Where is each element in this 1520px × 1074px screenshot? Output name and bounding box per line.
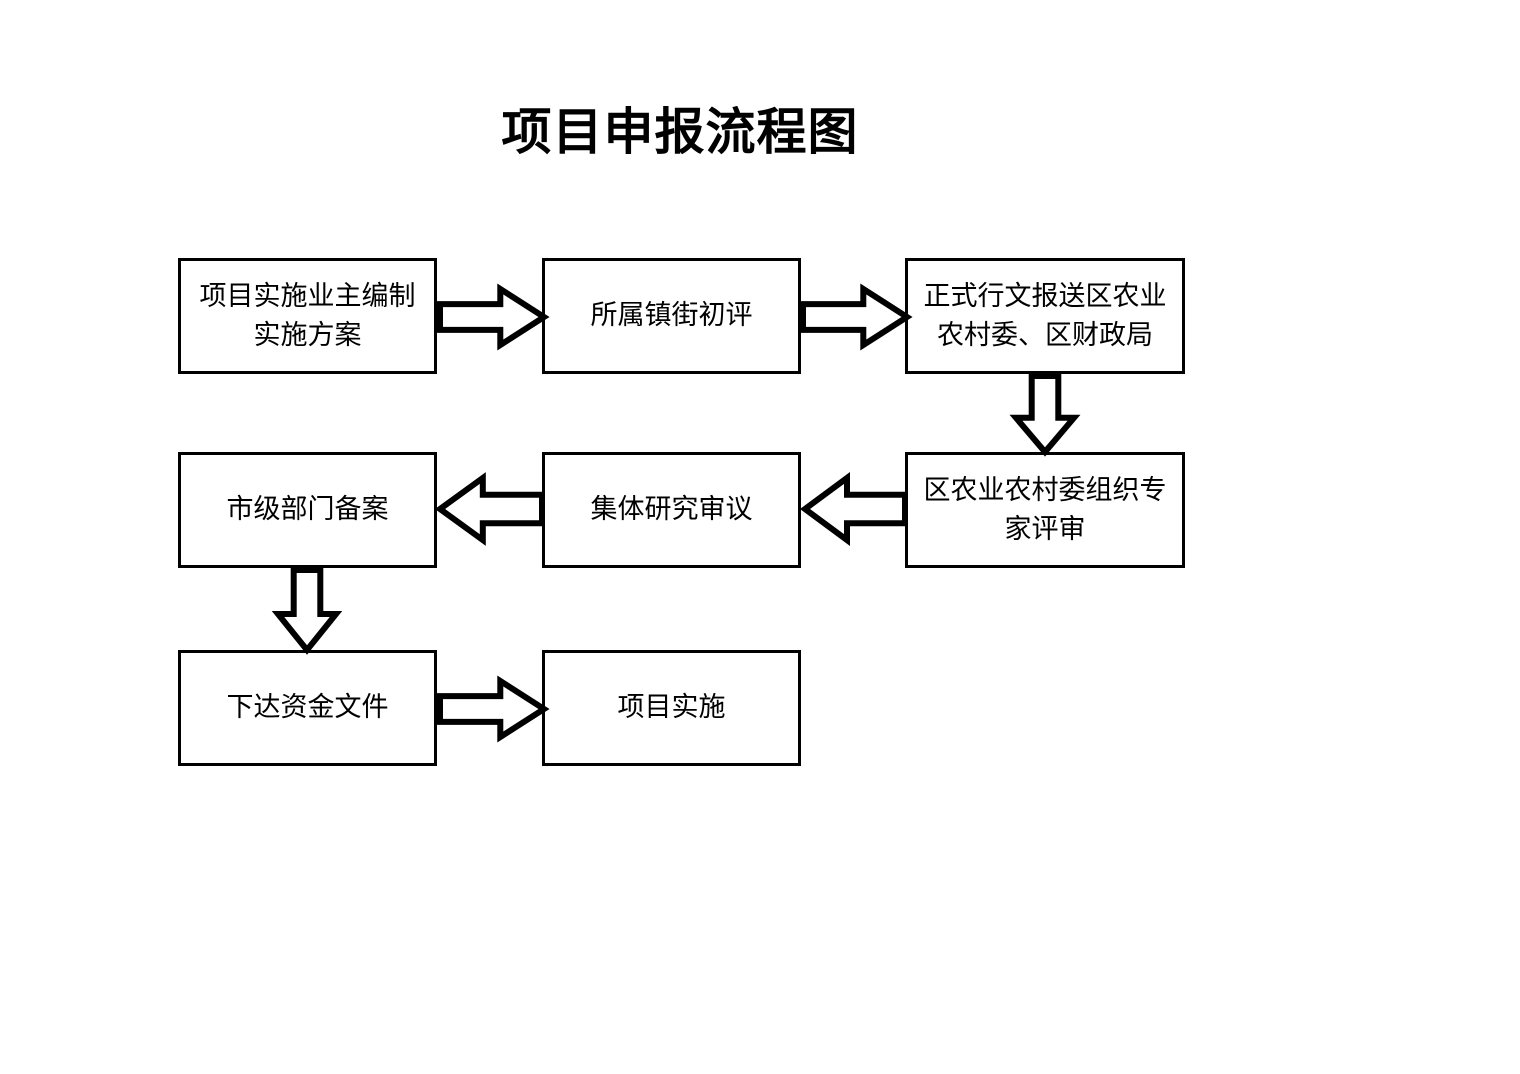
flowchart-node-label: 所属镇街初评 (590, 300, 753, 332)
flowchart-arrow-left (799, 472, 908, 546)
flowchart-arrow-down (271, 567, 343, 655)
flowchart-node: 集体研究审议 (542, 452, 801, 568)
flowchart-arrow-right (437, 675, 550, 743)
flowchart-node: 项目实施业主编制 实施方案 (178, 258, 437, 374)
flowchart-arrow-down (1009, 373, 1081, 457)
flowchart-node: 区农业农村委组织专 家评审 (905, 452, 1185, 568)
flowchart-node: 所属镇街初评 (542, 258, 801, 374)
flowchart-node-label: 正式行文报送区农业 农村委、区财政局 (923, 280, 1167, 351)
flowchart-node: 下达资金文件 (178, 650, 437, 766)
flowchart-node: 项目实施 (542, 650, 801, 766)
flowchart-node: 市级部门备案 (178, 452, 437, 568)
flowchart-node: 正式行文报送区农业 农村委、区财政局 (905, 258, 1185, 374)
flowchart-node-label: 区农业农村委组织专 家评审 (923, 474, 1167, 545)
flowchart-arrow-right (800, 283, 913, 351)
flowchart-node-label: 集体研究审议 (590, 494, 753, 526)
flowchart-node-label: 项目实施业主编制 实施方案 (199, 280, 416, 351)
flowchart-node-label: 下达资金文件 (226, 692, 389, 724)
flowchart-node-label: 项目实施 (617, 692, 726, 724)
flowchart-arrow-right (437, 283, 550, 351)
flowchart-node-label: 市级部门备案 (226, 494, 389, 526)
flowchart-arrow-left (434, 472, 545, 546)
page-title: 项目申报流程图 (501, 102, 859, 161)
